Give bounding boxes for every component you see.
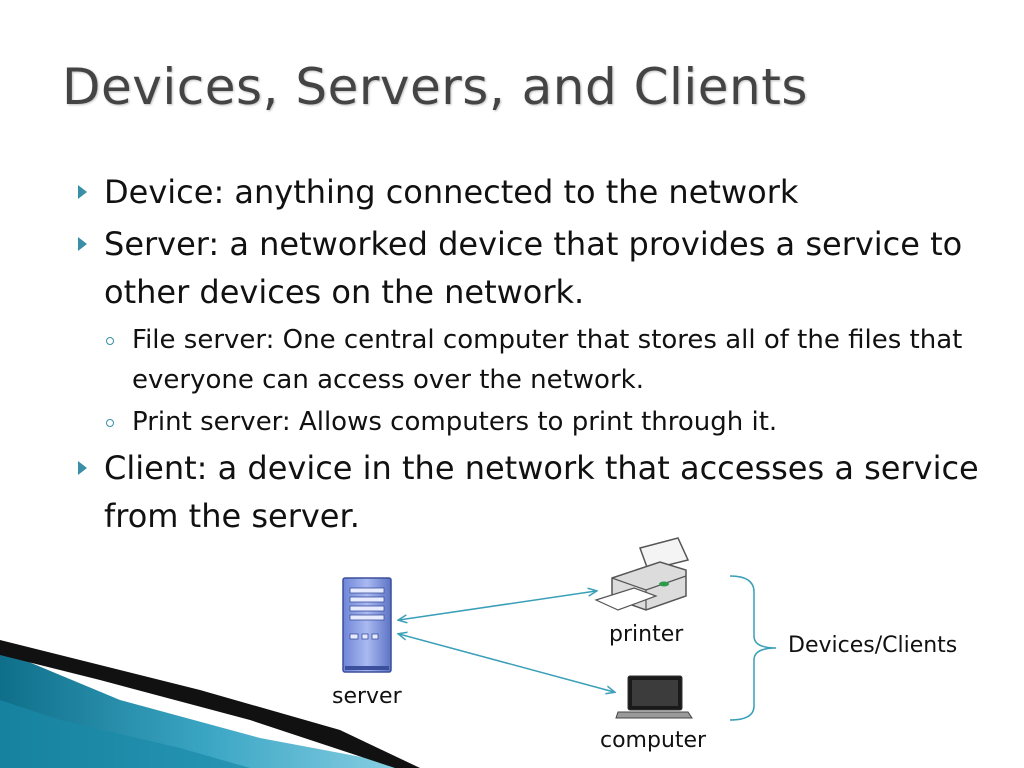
bullet-device: Device: anything connected to the networ…	[76, 168, 996, 216]
circle-bullet-icon	[106, 337, 114, 345]
circle-bullet-icon	[106, 419, 114, 427]
sub-bullet-text: File server: One central computer that s…	[132, 325, 963, 395]
server-label: server	[332, 684, 402, 709]
computer-label: computer	[600, 728, 707, 753]
printer-label: printer	[609, 622, 684, 647]
triangle-bullet-icon	[78, 185, 87, 199]
group-brace	[729, 575, 777, 721]
printer-icon	[594, 537, 690, 611]
bullet-text: Server: a networked device that provides…	[104, 225, 963, 311]
server-icon	[342, 577, 392, 673]
laptop-icon	[615, 675, 693, 719]
bullet-text: Device: anything connected to the networ…	[104, 173, 799, 211]
sub-bullet-file-server: File server: One central computer that s…	[104, 320, 996, 400]
bullet-client: Client: a device in the network that acc…	[76, 444, 996, 540]
sub-bullet-text: Print server: Allows computers to print …	[132, 407, 778, 437]
bullet-server: Server: a networked device that provides…	[76, 220, 996, 316]
bullet-text: Client: a device in the network that acc…	[104, 449, 979, 535]
devices-clients-label: Devices/Clients	[788, 633, 958, 658]
server-computer-arrow	[399, 634, 614, 692]
bullet-list: Device: anything connected to the networ…	[76, 168, 996, 544]
triangle-bullet-icon	[78, 461, 87, 475]
slide-title: Devices, Servers, and Clients	[62, 58, 808, 116]
triangle-bullet-icon	[78, 237, 87, 251]
server-printer-arrow	[399, 591, 596, 620]
sub-bullet-print-server: Print server: Allows computers to print …	[104, 402, 996, 442]
